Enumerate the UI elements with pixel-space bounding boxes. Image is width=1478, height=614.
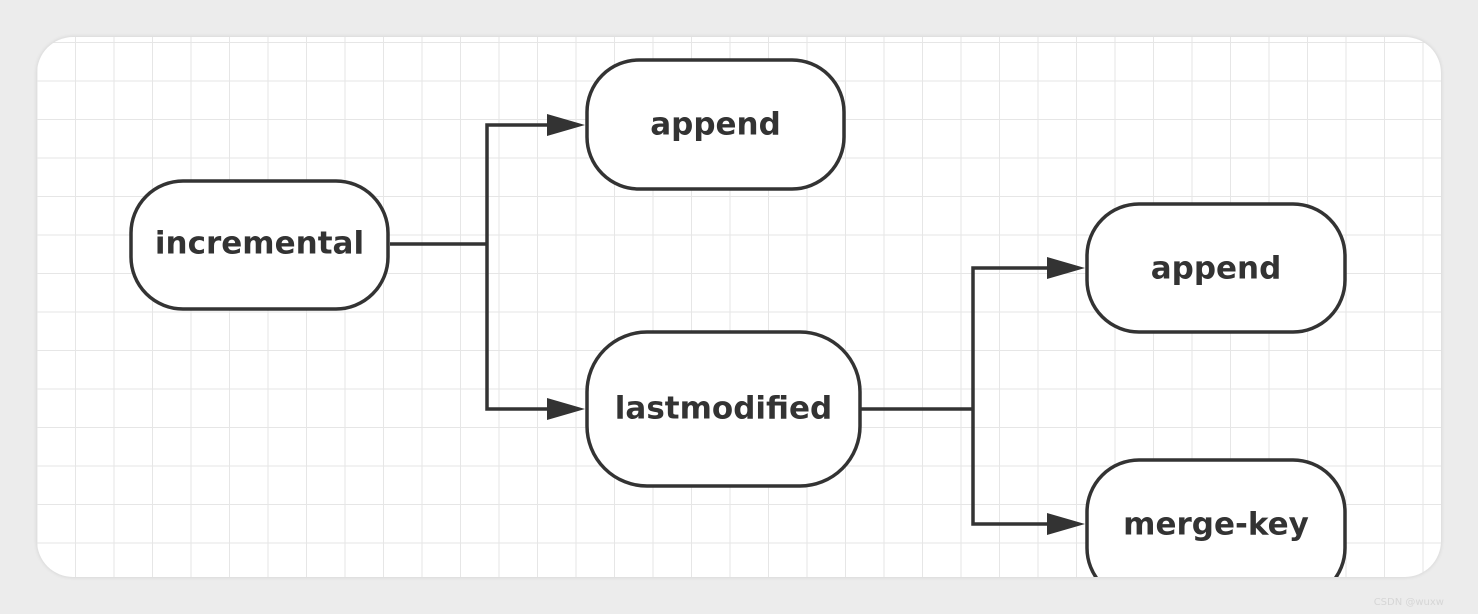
node-lastmodified: lastmodified [585, 330, 862, 488]
connector-to-append-top [485, 120, 578, 244]
node-append-right-shape [1085, 202, 1347, 334]
connector-to-lastmodified [485, 244, 578, 414]
node-merge-key-label: merge-key [1123, 507, 1309, 543]
node-incremental-label: incremental [155, 226, 364, 262]
node-merge-key-shape [1085, 458, 1347, 577]
arrowheads [547, 114, 1085, 535]
node-lastmodified-shape [585, 330, 862, 488]
node-lastmodified-label: lastmodified [615, 391, 832, 427]
connector-to-append-right [971, 263, 1078, 409]
connector-to-merge-key [971, 409, 1078, 529]
node-append-right-label: append [1151, 251, 1282, 287]
node-incremental-shape [129, 179, 390, 311]
node-append-top-label: append [650, 107, 781, 143]
arrowhead-append-right [1047, 257, 1085, 279]
node-incremental: incremental [129, 179, 390, 311]
arrowhead-lastmodified [547, 398, 585, 420]
node-merge-key: merge-key [1085, 458, 1347, 577]
arrowhead-append-top [547, 114, 585, 136]
watermark: CSDN @wuxw [1373, 597, 1444, 608]
flow-diagram: incremental append lastmodified append m… [129, 58, 1347, 577]
node-append-top: append [585, 58, 846, 191]
arrowhead-merge-key [1047, 513, 1085, 535]
node-append-top-shape [585, 58, 846, 191]
node-append-right: append [1085, 202, 1347, 334]
diagram-canvas: incremental append lastmodified append m… [37, 37, 1441, 577]
